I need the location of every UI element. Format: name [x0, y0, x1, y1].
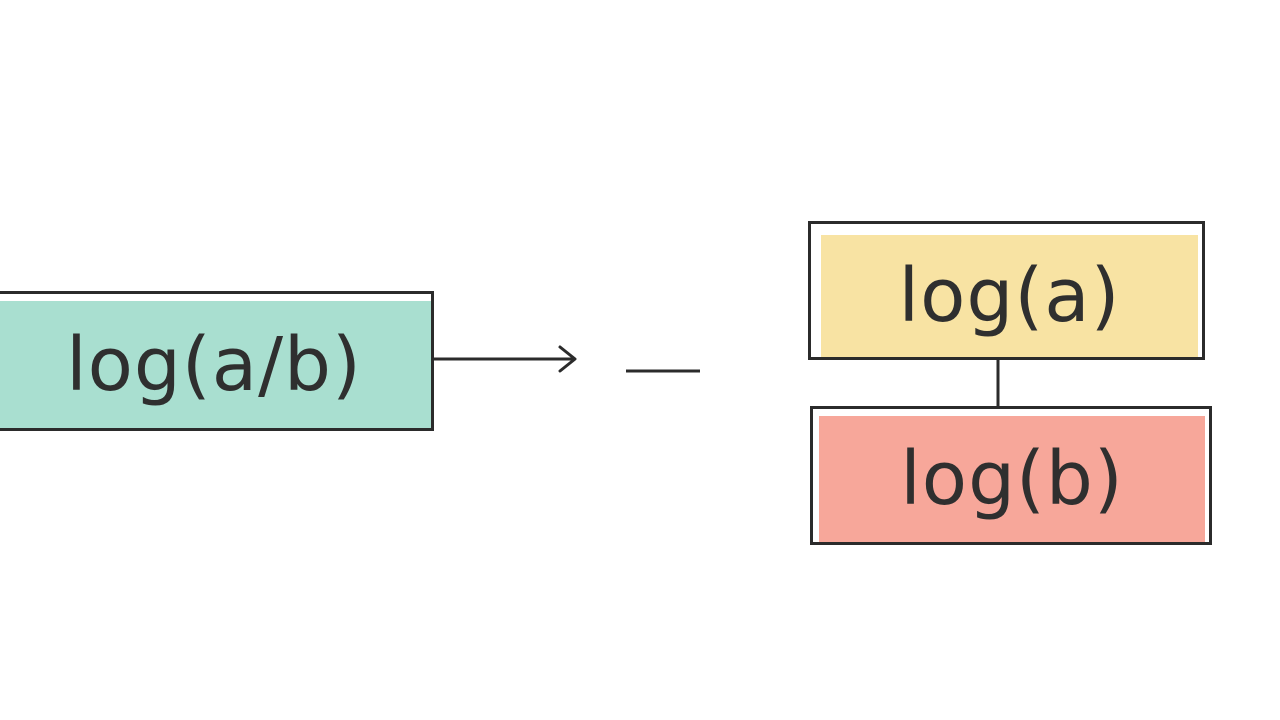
- quotient-box: log(a/b): [0, 291, 434, 431]
- numerator-box: log(a): [808, 221, 1205, 360]
- denominator-box: log(b): [810, 406, 1212, 545]
- right-arrow-icon: [434, 345, 577, 373]
- quotient-label: log(a/b): [66, 321, 362, 408]
- quotient-fill: log(a/b): [0, 301, 431, 428]
- denominator-fill: log(b): [819, 416, 1205, 542]
- numerator-fill: log(a): [821, 235, 1198, 357]
- numerator-label: log(a): [898, 253, 1121, 339]
- denominator-label: log(b): [900, 436, 1124, 522]
